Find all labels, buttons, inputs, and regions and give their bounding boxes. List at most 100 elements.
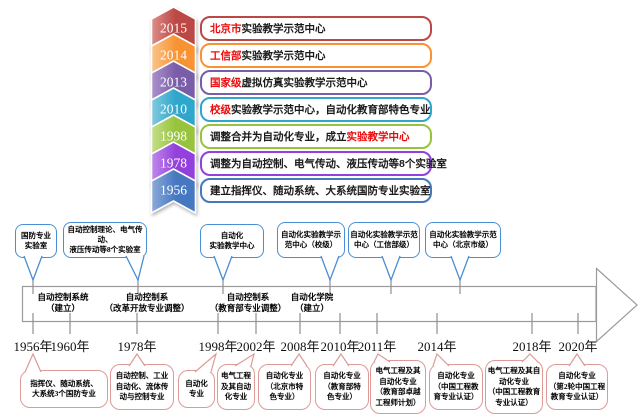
bottom-callout-2: 自动控制、工业自动化、流体传动与控制专业	[110, 364, 174, 410]
bottom-callout-line: 色专业）	[269, 392, 300, 402]
bottom-callout-line: 自动化专业	[265, 371, 304, 381]
milestone-box-1978: 调整为自动控制、电气传动、液压传动等8个实验室	[200, 151, 447, 176]
year-label-2011: 2011年	[357, 339, 397, 354]
milestone-highlight-text: 校级	[210, 104, 231, 116]
bottom-callout-9: 电气工程及其自动化专业（中国工程教育专业认证）	[485, 360, 543, 414]
badge-year-label: 2015	[160, 21, 187, 36]
bottom-callout-line: 自动化专业	[379, 376, 417, 386]
top-callout-line: 自动化	[220, 231, 244, 240]
milestone-text: 实验教学示范中心，自动化教育部特色专业	[231, 104, 431, 116]
top-callout-4: 自动化实验教学示范中心（校级）	[277, 222, 345, 258]
axis-stage-line: （建立）	[45, 303, 80, 313]
badge-year-label: 2013	[160, 75, 187, 90]
bottom-callout-line: 自动化专业	[323, 371, 361, 381]
bottom-callout-line: （第2轮中国工程	[548, 381, 606, 391]
axis-stage-line: （改革开放专业调整）	[104, 303, 190, 313]
bottom-callout-line: 专业认证）	[495, 397, 533, 407]
bottom-callout-line: 及其自动	[221, 381, 251, 391]
milestone-highlight-text: 北京市	[210, 23, 242, 35]
bottom-callout-line: 电气工程及其自	[487, 366, 541, 375]
milestone-box-1956: 建立指挥仪、随动系统、大系统国防专业实验室	[200, 178, 432, 203]
top-callout-line: 中心（北京市级）	[433, 240, 493, 249]
top-callout-3: 自动化实验教学中心	[200, 224, 264, 258]
year-label-2010: 2010年	[320, 339, 360, 354]
bottom-callout-line: 电气工程及其	[375, 366, 421, 375]
bottom-callout-line: 大系统3个国防专业	[32, 389, 96, 398]
bottom-callout-line: 电气工程	[221, 371, 251, 381]
axis-stage-label-2: 自动控制系（改革开放专业调整）	[99, 292, 195, 314]
year-label-1978: 1978年	[117, 339, 157, 354]
bottom-callout-line: 化专业	[224, 392, 248, 402]
badge-year-label: 1978	[160, 156, 187, 171]
bottom-callout-line: 自动化专业	[558, 371, 596, 381]
bottom-callout-4: 电气工程及其自动化专业	[217, 364, 255, 410]
top-callout-line: 自动控制理论、电气传动、	[67, 225, 143, 244]
year-label-2008: 2008年	[280, 339, 320, 354]
top-callout-5: 自动化实验教学示范中心（工信部级）	[348, 222, 420, 258]
milestone-highlight-text: 国家级	[210, 77, 242, 89]
axis-stage-line: （教育部专业调整）	[209, 303, 287, 313]
bottom-callout-line: 专业	[189, 389, 204, 398]
axis-stage-line: 自动控制系	[125, 292, 169, 302]
axis-stage-label-1: 自动控制系统（建立）	[15, 292, 111, 314]
axis-stage-line: （建立）	[294, 303, 329, 313]
bottom-callout-line: 动化专业	[499, 376, 529, 386]
milestone-box-2015: 北京市实验教学示范中心	[200, 16, 432, 41]
top-callout-2: 自动控制理论、电气传动、液压传动等8个实验室	[63, 222, 147, 258]
bottom-callout-line: （教育部卓越	[375, 387, 421, 396]
axis-stage-line: 自动化学院	[290, 292, 334, 302]
bottom-callout-8: 自动化专业（中国工程教育专业认证）	[429, 364, 483, 410]
top-callout-line: 国防专业	[21, 231, 51, 240]
milestone-text: 建立指挥仪、随动系统、大系统国防专业实验室	[210, 185, 431, 197]
badge-year-label: 1998	[160, 129, 187, 144]
year-label-2014: 2014年	[417, 339, 457, 354]
top-callout-line: 实验教学中心	[209, 241, 255, 250]
badge-year-label: 2014	[160, 48, 187, 63]
top-callout-line: 范中心（校级）	[284, 240, 338, 249]
bottom-callout-1: 指挥仪、随动系统、大系统3个国防专业	[20, 370, 108, 408]
bottom-callout-line: 工程师计划）	[375, 397, 421, 407]
axis-stage-line: 自动控制系	[226, 292, 270, 302]
bottom-callout-line: （中国工程教	[433, 381, 479, 391]
axis-stage-label-4: 自动化学院（建立）	[264, 292, 360, 314]
badge-year-label: 1956	[160, 183, 187, 198]
bottom-callout-6: 自动化专业（教育部特色专业）	[315, 364, 369, 410]
milestone-text: 调整合并为自动化专业，成立	[210, 131, 347, 143]
top-callout-1: 国防专业实验室	[15, 224, 57, 258]
year-label-2020: 2020年	[558, 339, 598, 354]
axis-stage-label-3: 自动控制系（教育部专业调整）	[200, 292, 296, 314]
top-callout-6: 自动化实验教学示范中心（北京市级）	[425, 222, 501, 258]
bottom-callout-line: 色专业）	[327, 392, 357, 402]
top-callout-line: 实验室	[24, 241, 48, 250]
milestone-highlight-text: 工信部	[210, 50, 242, 62]
milestone-text: 虚拟仿真实验教学示范中心	[241, 77, 368, 89]
year-label-1998: 1998年	[198, 339, 238, 354]
bottom-callout-line: （教育部特	[323, 381, 361, 391]
milestone-text: 实验教学示范中心	[241, 50, 326, 62]
milestone-box-1998: 调整合并为自动化专业，成立实验教学中心	[200, 124, 432, 149]
year-label-2002: 2002年	[236, 339, 276, 354]
bottom-callout-line: 自动化专业	[437, 371, 475, 381]
bottom-callout-line: 教育专业认证）	[550, 392, 604, 402]
year-label-1956: 1956年	[13, 339, 53, 354]
milestone-box-2014: 工信部实验教学示范中心	[200, 43, 432, 68]
milestone-box-2010: 校级实验教学示范中心，自动化教育部特色专业	[200, 97, 432, 122]
milestone-box-2013: 国家级虚拟仿真实验教学示范中心	[200, 70, 432, 95]
bottom-callout-line: 动与控制专业	[119, 392, 165, 402]
top-callout-line: 自动化实验教学示	[281, 230, 341, 239]
milestone-highlight-text: 实验教学中心	[346, 131, 410, 143]
year-label-2018: 2018年	[512, 339, 552, 354]
bottom-callout-10: 自动化专业（第2轮中国工程教育专业认证）	[546, 364, 608, 410]
axis-stage-line: 自动控制系统	[37, 292, 89, 302]
milestone-text: 实验教学示范中心	[241, 23, 326, 35]
bottom-callout-line: 自动化、流体传	[115, 381, 169, 391]
milestone-text: 调整为自动控制、电气传动、液压传动等8个实验室	[210, 158, 447, 170]
bottom-callout-line: 自动化	[185, 378, 208, 388]
bottom-callout-line: 育专业认证）	[433, 392, 479, 402]
badge-year-label: 2010	[160, 102, 187, 117]
bottom-callout-7: 电气工程及其自动化专业（教育部卓越工程师计划）	[370, 360, 426, 414]
bottom-callout-3: 自动化专业	[178, 370, 215, 408]
bottom-callout-line: （中国工程教育	[487, 387, 541, 396]
